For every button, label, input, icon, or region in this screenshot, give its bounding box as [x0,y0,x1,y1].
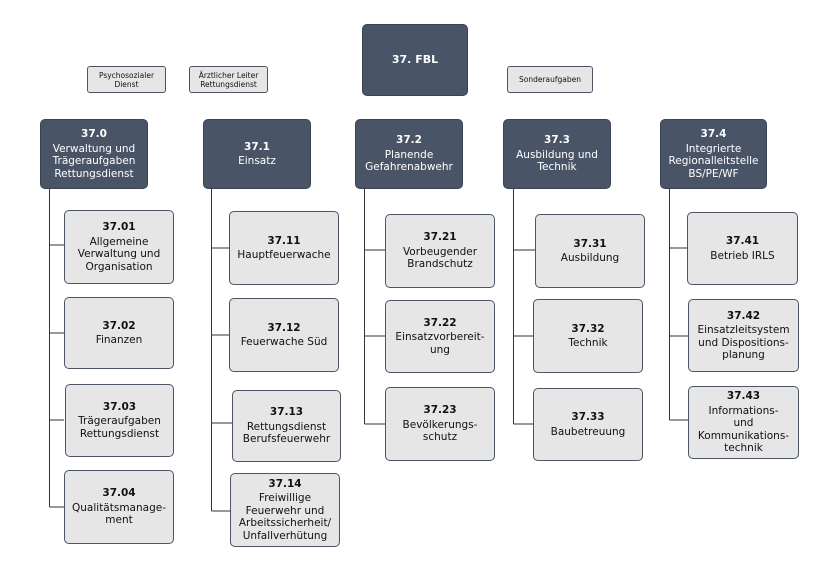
department-code: 37.1 [244,140,270,153]
unit-code: 37.21 [423,231,457,244]
unit-label: Ausbildung [560,252,620,264]
unit-code: 37.11 [267,234,301,247]
unit-code: 37.02 [102,319,136,332]
unit-label: Hauptfeuerwache [237,249,331,261]
department-box: 37.4 Integrierte Regionalleitstelle BS/P… [660,119,767,189]
unit-box: 37.13 Rettungsdienst Berufsfeuerwehr [232,390,341,462]
department-box: 37.2 Planende Gefahrenabwehr [355,119,463,189]
unit-box: 37.31 Ausbildung [535,214,645,288]
unit-box: 37.14 Freiwillige Feuerwehr und Arbeitss… [230,473,340,547]
top-box-fbl: 37. FBL [362,24,468,96]
unit-label: Baubetreuung [550,425,626,438]
unit-label: Bevölkerungs- schutz [402,418,478,444]
unit-label: Allgemeine Verwaltung und Organisation [77,235,161,273]
unit-code: 37.32 [571,322,605,335]
department-label: Integrierte Regionalleitstelle BS/PE/WF [668,142,759,180]
department-box: 37.0 Verwaltung und Trägeraufgaben Rettu… [40,119,148,189]
department-code: 37.4 [700,128,727,140]
psychosocial-service-box: Psychosozialer Dienst [87,66,166,93]
unit-code: 37.31 [573,237,607,250]
unit-code: 37.43 [726,390,761,403]
unit-label: Einsatzleitsystem und Dispositions- plan… [697,324,790,361]
department-label: Ausbildung und Technik [516,148,598,174]
unit-code: 37.14 [268,477,302,490]
unit-box: 37.12 Feuerwache Süd [229,298,339,372]
unit-box: 37.32 Technik [533,299,643,373]
special-tasks-label: Sonderaufgaben [518,75,582,84]
unit-code: 37.23 [423,404,457,417]
unit-box: 37.22 Einsatzvorbereit- ung [385,300,495,373]
unit-label: Qualitätsmanage- ment [72,501,166,527]
department-label: Planende Gefahrenabwehr [365,148,453,174]
unit-box: 37.01 Allgemeine Verwaltung und Organisa… [64,210,174,284]
department-label: Verwaltung und Trägeraufgaben Rettungsdi… [52,142,136,180]
top-box-label: 37. FBL [391,52,439,66]
unit-label: Vorbeugender Brandschutz [402,245,478,271]
unit-label: Trägeraufgaben Rettungsdienst [78,415,161,440]
unit-label: Informations- und Kommunikations- techni… [697,404,790,455]
department-code: 37.0 [81,128,107,140]
unit-code: 37.03 [102,400,137,413]
unit-box: 37.23 Bevölkerungs- schutz [385,387,495,461]
unit-box: 37.03 Trägeraufgaben Rettungsdienst [65,384,174,457]
unit-box: 37.43 Informations- und Kommunikations- … [688,386,799,459]
medical-director-label: Ärztlicher Leiter Rettungsdienst [198,70,259,89]
department-box: 37.1 Einsatz [203,119,311,189]
unit-code: 37.41 [725,235,760,247]
unit-code: 37.13 [269,406,304,419]
medical-director-box: Ärztlicher Leiter Rettungsdienst [189,66,268,93]
unit-box: 37.21 Vorbeugender Brandschutz [385,214,495,288]
unit-code: 37.12 [267,321,301,334]
unit-label: Freiwillige Feuerwehr und Arbeitssicherh… [238,492,332,542]
psychosocial-service-label: Psychosozialer Dienst [98,70,155,89]
department-code: 37.2 [396,134,422,147]
department-label: Einsatz [238,155,276,167]
unit-box: 37.33 Baubetreuung [533,388,643,461]
unit-label: Rettungsdienst Berufsfeuerwehr [242,420,331,446]
unit-label: Feuerwache Süd [240,336,328,348]
unit-box: 37.42 Einsatzleitsystem und Dispositions… [688,299,799,372]
unit-box: 37.11 Hauptfeuerwache [229,211,339,285]
unit-code: 37.33 [571,411,605,423]
unit-label: Betrieb IRLS [710,249,775,262]
department-code: 37.3 [544,134,570,147]
special-tasks-box: Sonderaufgaben [507,66,593,93]
unit-code: 37.22 [423,316,457,329]
unit-box: 37.02 Finanzen [64,297,174,369]
unit-label: Finanzen [95,334,143,346]
department-box: 37.3 Ausbildung und Technik [503,119,611,189]
unit-label: Einsatzvorbereit- ung [395,331,485,356]
unit-box: 37.04 Qualitätsmanage- ment [64,470,174,544]
unit-label: Technik [568,337,608,349]
unit-box: 37.41 Betrieb IRLS [687,212,798,285]
unit-code: 37.01 [102,221,136,233]
unit-code: 37.42 [726,309,761,322]
unit-code: 37.04 [102,487,136,500]
